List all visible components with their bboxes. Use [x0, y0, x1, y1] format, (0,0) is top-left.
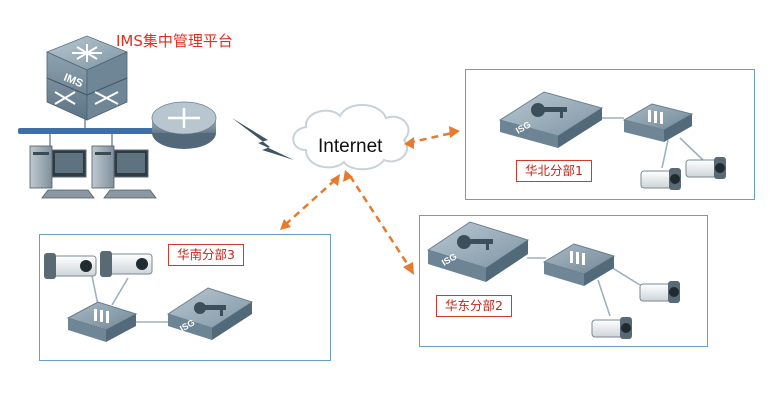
switch-huanan — [66, 301, 138, 342]
vpn-links — [285, 131, 453, 269]
isg-gateway-huabei: ISG — [498, 91, 604, 148]
internet-label: Internet — [318, 136, 383, 157]
wan-lightning-icon — [232, 118, 294, 160]
switch-huabei — [622, 103, 694, 142]
switch-ports-icon — [94, 309, 109, 323]
link-huabei — [407, 131, 453, 145]
router — [151, 101, 217, 149]
ims-server: IMS — [45, 35, 129, 121]
hq-group: IMS — [18, 35, 294, 199]
site-label-huadong: 华东分部2 — [436, 295, 512, 317]
site-huabei-devices: ISG — [498, 91, 726, 190]
link-huanan — [285, 179, 336, 225]
crossing-arrows-icon — [54, 91, 119, 105]
site-huadong-devices: ISG — [426, 221, 680, 339]
switch-huadong — [542, 243, 616, 286]
pc-right — [91, 145, 157, 199]
camera-huanan-2 — [100, 251, 153, 277]
platform-title: IMS集中管理平台 — [116, 32, 233, 50]
camera-huanan-1 — [44, 253, 97, 279]
arrows-out-icon — [72, 44, 102, 62]
site-label-huabei: 华北分部1 — [516, 160, 592, 182]
camera-huabei-1 — [640, 168, 681, 190]
pc-left — [29, 145, 95, 199]
switch-ports-icon — [648, 110, 663, 124]
isg-gateway-huadong: ISG — [426, 221, 530, 282]
link-arrowheads — [280, 126, 460, 275]
camera-huadong-1 — [639, 281, 680, 303]
site-label-huanan: 华南分部3 — [168, 244, 244, 266]
lan-bus — [18, 128, 156, 134]
key-icon — [531, 103, 567, 118]
key-icon — [194, 302, 226, 316]
key-icon — [457, 235, 493, 250]
isg-gateway-huanan: ISG — [166, 287, 254, 340]
camera-huadong-2 — [591, 317, 632, 339]
internet-cloud: Internet — [292, 103, 410, 171]
switch-ports-icon — [570, 251, 585, 265]
link-huadong — [348, 175, 412, 269]
camera-huabei-2 — [685, 157, 726, 179]
site-huanan-devices: ISG — [44, 251, 254, 342]
router-arrows-icon — [168, 108, 200, 128]
